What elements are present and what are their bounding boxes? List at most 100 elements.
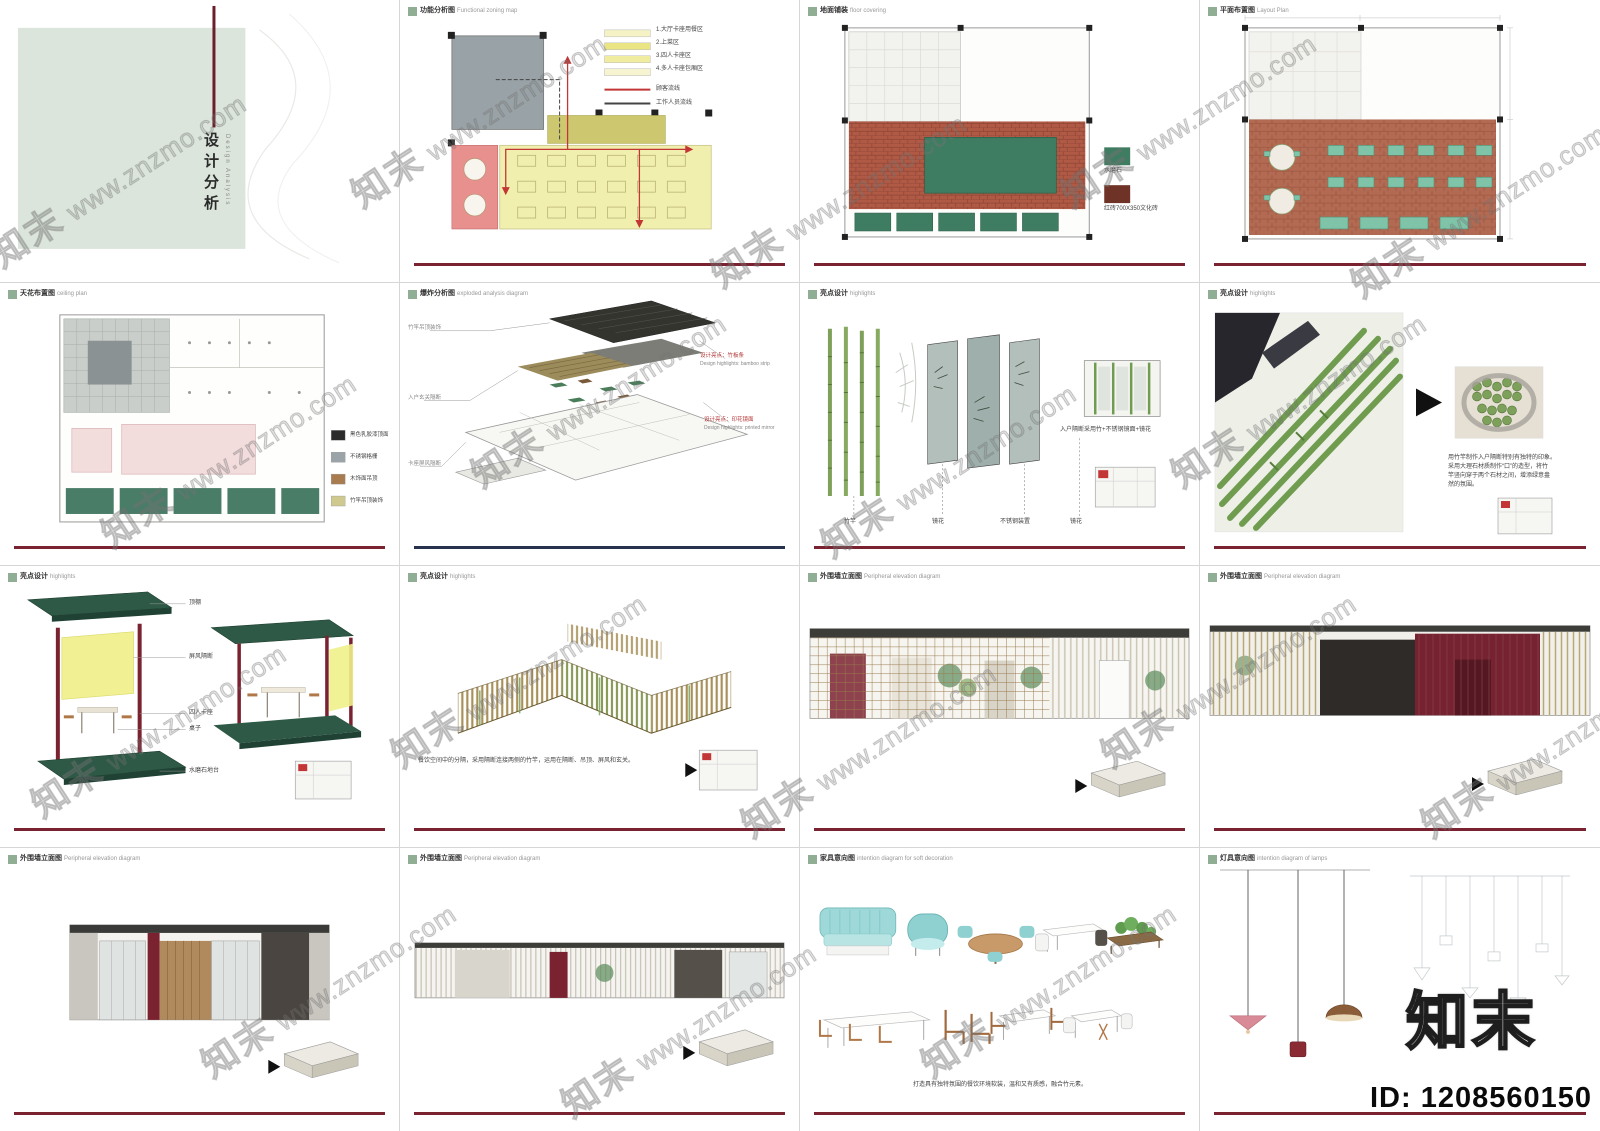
axon-thumbnail — [1487, 758, 1563, 795]
partition-materials-drawing — [827, 326, 1161, 516]
footer-rule — [814, 828, 1185, 832]
slide-title-en: Functional zoning map — [457, 8, 518, 14]
slide-title: 亮点设计 — [820, 289, 848, 297]
zoning-plan-drawing — [447, 29, 713, 230]
highlight-note-cn: 设计亮点：竹板条 — [700, 352, 745, 359]
slide-title: 亮点设计 — [20, 572, 48, 580]
furniture-drawing — [818, 907, 1164, 1049]
elevation-drawing — [69, 924, 360, 1079]
axon-thumbnail — [283, 1041, 360, 1079]
green-square-logo — [8, 855, 17, 865]
footer-rule — [414, 828, 785, 832]
arrow-right-icon — [683, 1046, 696, 1061]
booth-drawing — [27, 591, 362, 799]
slide-title-en: Peripheral elevation diagram — [864, 573, 941, 580]
slide-title-en: highlights — [450, 573, 476, 580]
flow-legend-label: 顾客流线 — [656, 86, 681, 92]
caption-line: 然的氛围。 — [1448, 481, 1479, 488]
axon-thumbnail — [1090, 760, 1167, 797]
white-chair-set — [1063, 1009, 1133, 1041]
part-label: 卡座屏风隔断 — [408, 460, 442, 467]
plan-thumbnail — [698, 749, 758, 790]
ceiling-legend-label: 木饰面吊顶 — [350, 475, 378, 482]
footer-rule — [814, 262, 1185, 266]
screen-caption: 餐饮空间中的分隔，采用隔断连接两侧的竹竿，运用在隔断、吊顶、屏风和玄关。 — [418, 757, 635, 764]
ceiling-plan-drawing — [59, 314, 346, 523]
pendant-lamp-cylinder — [1289, 870, 1307, 1058]
furniture-caption: 打造具有独特氛围的餐饮环境软装，温和又有质感，融合竹元素。 — [912, 1082, 1087, 1089]
ceiling-legend-label: 不锈钢格栅 — [350, 453, 378, 460]
green-square-logo — [408, 7, 417, 16]
white-table-set — [1035, 923, 1108, 953]
part-label: 四人卡座 — [189, 709, 214, 716]
slide-title-en: exploded analysis diagram — [457, 290, 529, 297]
slide-title: 亮点设计 — [1220, 289, 1248, 297]
footer-rule — [414, 262, 785, 266]
slide-title: 外围墙立面图 — [820, 572, 862, 580]
caption-line: 竿竖向穿于两个石材之间，增添绿意盎 — [1448, 472, 1551, 479]
green-square-logo — [408, 289, 417, 299]
part-label: 桌子 — [189, 725, 202, 732]
exploded-axon-drawing — [419, 300, 749, 485]
footer-rule — [414, 1112, 785, 1115]
green-square-logo — [1208, 7, 1217, 16]
slide-cover[interactable]: 设计分析 Design Analysis — [0, 0, 400, 283]
slide-title: 灯具意向图 — [1220, 855, 1255, 863]
highlight-note-cn: 设计亮点：印花镜面 — [704, 416, 754, 423]
lighting-drawing — [1220, 869, 1570, 1058]
wood-chair-pair — [944, 1010, 991, 1045]
slide-title: 平面布置图 — [1220, 7, 1255, 14]
item-id-label: ID: 1208560150 — [1370, 1082, 1592, 1114]
footer-rule — [414, 545, 785, 549]
caption-line: 用竹竿制作入户隔断特别有独特的印象。 — [1448, 454, 1557, 461]
green-square-logo — [8, 289, 17, 299]
slide-title-en: intention diagram for soft decoration — [857, 856, 953, 863]
slide-title-en: Peripheral elevation diagram — [1264, 573, 1341, 580]
partition-caption: 入户隔断采用竹+不锈钢镜面+镜花 — [1060, 426, 1152, 433]
cover-art — [17, 5, 340, 264]
slide-title: 功能分析图 — [420, 7, 455, 14]
footer-rule — [814, 1112, 1185, 1115]
pendant-lamp-cone — [1229, 870, 1267, 1035]
arrow-right-icon — [1472, 776, 1484, 791]
mirror-panels — [927, 334, 1040, 469]
slide-title-en: highlights — [1250, 290, 1276, 297]
slide-title-en: Peripheral elevation diagram — [464, 856, 541, 863]
caption-line: 采用大理石材质制作“口”的造型，将竹 — [1448, 463, 1548, 470]
slide-title-en: ceiling plan — [57, 290, 88, 297]
green-square-logo — [408, 855, 417, 865]
part-label: 屏风隔断 — [189, 653, 214, 660]
square-table-wood-chairs — [990, 1008, 1066, 1041]
plan-thumbnail — [294, 760, 352, 799]
plan-thumbnail — [1497, 497, 1553, 534]
footer-rule — [14, 1112, 385, 1115]
slide-title: 家具意向图 — [820, 855, 855, 863]
footer-rule — [1214, 1112, 1586, 1115]
cover-title: 设计分析 — [202, 132, 219, 216]
pendant-lamp-dome — [1325, 870, 1363, 1022]
part-label: 入户玄关隔断 — [408, 394, 442, 401]
